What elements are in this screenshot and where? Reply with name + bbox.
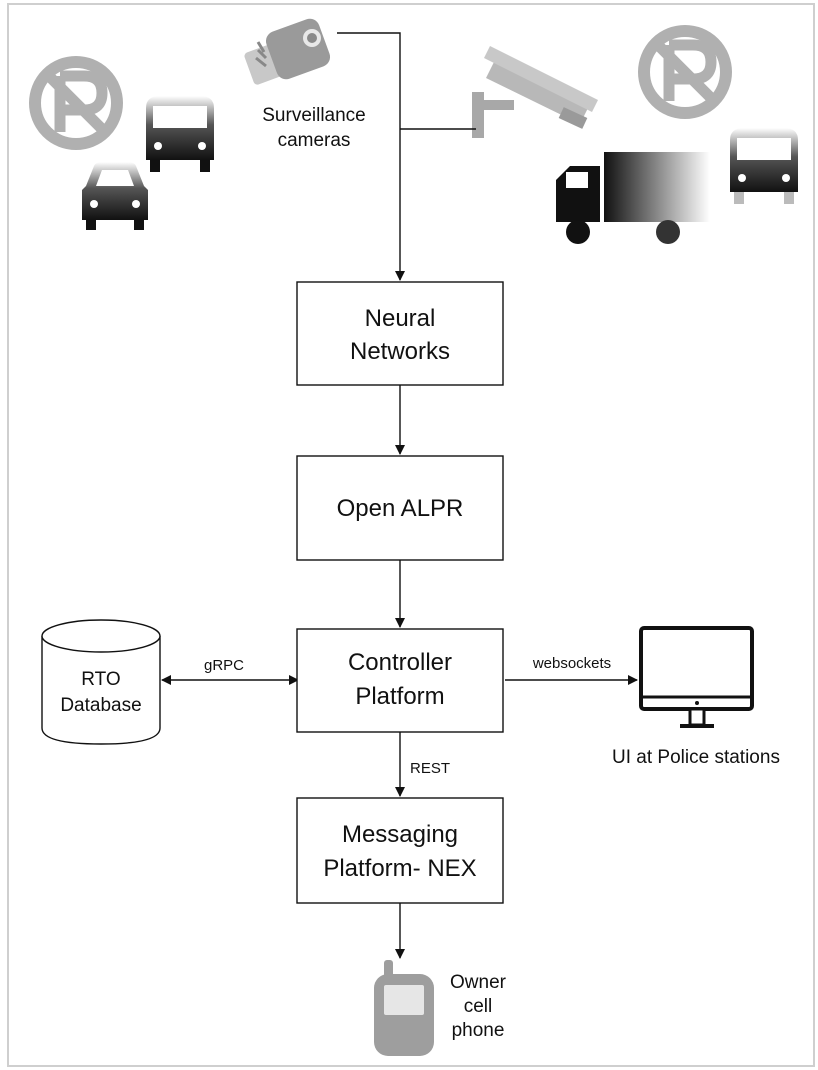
messaging-label-line2: Platform- NEX <box>323 855 476 882</box>
bus-icon <box>730 128 798 204</box>
bus-icon <box>146 96 214 172</box>
cctv-camera-icon <box>472 46 598 138</box>
car-icon <box>82 162 148 230</box>
open-alpr-label: Open ALPR <box>337 495 464 522</box>
frame-border <box>7 3 815 1067</box>
grpc-label: gRPC <box>204 657 244 674</box>
connectors <box>161 32 638 959</box>
controller-label-line1: Controller <box>348 649 452 676</box>
owner-label-line2: cell <box>464 996 493 1017</box>
database-cylinder-icon <box>41 619 161 745</box>
controller-label-line2: Platform <box>355 683 444 710</box>
messaging-platform-box <box>296 797 504 904</box>
rest-label: REST <box>410 760 450 777</box>
box-camera-icon <box>244 18 331 85</box>
ui-police-label: UI at Police stations <box>612 747 780 768</box>
no-parking-icon <box>29 56 123 150</box>
messaging-label-line1: Messaging <box>342 821 458 848</box>
no-parking-icon <box>638 25 732 119</box>
rto-label-line2: Database <box>60 695 141 716</box>
monitor-icon <box>639 626 754 728</box>
neural-networks-label-line2: Networks <box>350 338 450 365</box>
open-alpr-box <box>296 455 504 561</box>
neural-networks-label-line1: Neural <box>365 305 436 332</box>
camera-to-neural-arrow <box>337 32 405 281</box>
surveillance-label-line2: cameras <box>278 130 351 151</box>
cell-phone-icon <box>374 960 434 1056</box>
truck-icon <box>556 152 710 244</box>
rto-label-line1: RTO <box>81 669 120 690</box>
neural-networks-box <box>296 281 504 386</box>
owner-label-line3: phone <box>452 1020 505 1041</box>
owner-label-line1: Owner <box>450 972 507 993</box>
websockets-label: websockets <box>532 655 611 672</box>
surveillance-label-line1: Surveillance <box>262 105 366 126</box>
controller-platform-box <box>296 628 504 733</box>
